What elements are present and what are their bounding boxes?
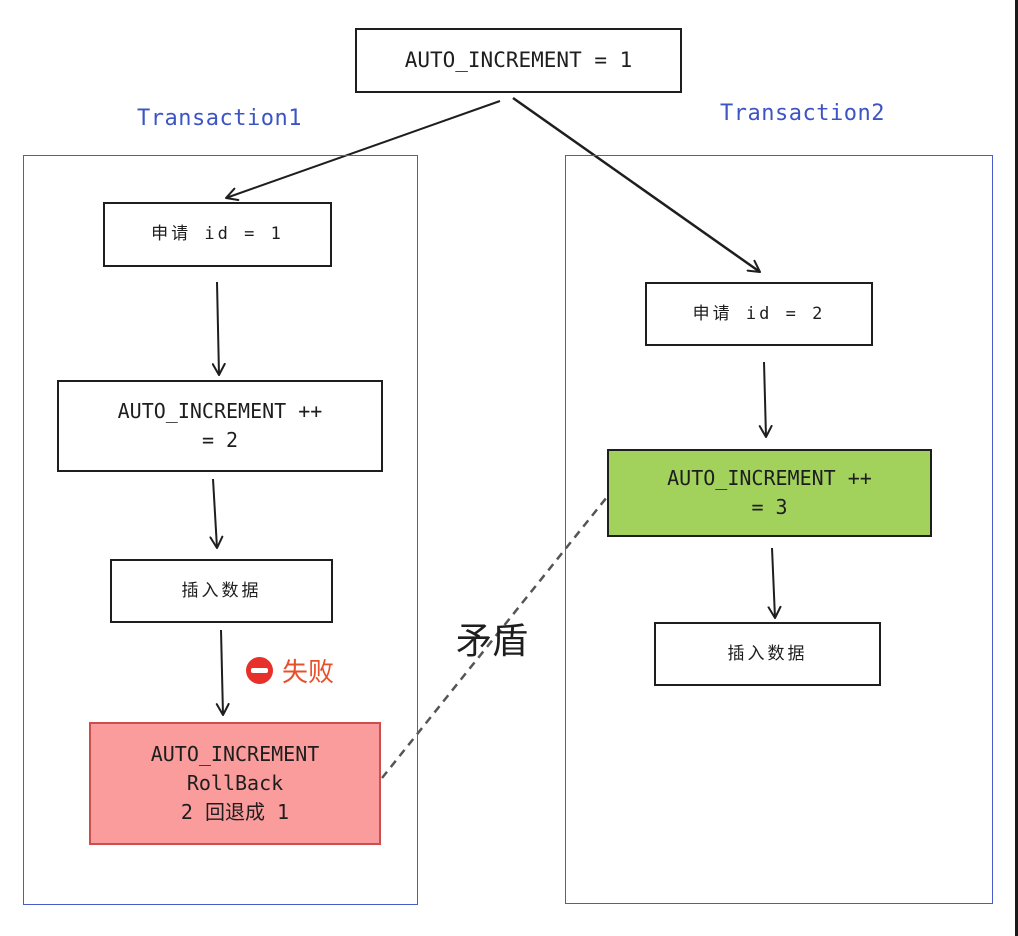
- t1-increment-node: AUTO_INCREMENT ++ = 2: [57, 380, 383, 472]
- t1-insert-data-node: 插入数据: [110, 559, 333, 623]
- t2-increment-node: AUTO_INCREMENT ++ = 3: [607, 449, 932, 537]
- window-edge: [1015, 0, 1018, 936]
- t2-increment-line-1: AUTO_INCREMENT ++: [667, 466, 872, 490]
- t2-request-id-node: 申请 id = 2: [645, 282, 873, 346]
- t1-rollback-line-2: RollBack: [186, 771, 284, 795]
- failure-label: 失败: [282, 658, 335, 688]
- transaction2-title: Transaction2: [720, 101, 885, 126]
- t2-insert-data-label: 插入数据: [727, 643, 808, 664]
- conflict-label: 矛盾: [456, 621, 529, 662]
- arrow-root-to-t2: [512, 96, 761, 274]
- minus-circle-icon: [246, 657, 273, 684]
- root-label: AUTO_INCREMENT = 1: [404, 48, 633, 73]
- transaction1-title: Transaction1: [137, 106, 302, 131]
- t1-rollback-node: AUTO_INCREMENT RollBack 2 回退成 1: [89, 722, 381, 845]
- conflict-dashed-line: [381, 496, 608, 779]
- t1-insert-data-label: 插入数据: [181, 580, 262, 601]
- arrow-t1-step2-to-step3: [209, 478, 224, 549]
- arrow-t2-step2-to-step3: [767, 547, 782, 619]
- t1-request-id-node: 申请 id = 1: [103, 202, 332, 267]
- failure-badge: 失败: [246, 652, 334, 689]
- t2-request-id-label: 申请 id = 2: [692, 303, 826, 324]
- root-auto-increment-node: AUTO_INCREMENT = 1: [355, 28, 682, 93]
- t1-request-id-label: 申请 id = 1: [151, 224, 284, 245]
- arrow-t1-step3-to-step4: [215, 629, 230, 716]
- arrow-root-to-t1: [225, 100, 501, 201]
- t1-rollback-line-3: 2 回退成 1: [180, 800, 290, 824]
- t1-increment-line-1: AUTO_INCREMENT ++: [117, 399, 323, 423]
- arrow-t2-step1-to-step2: [758, 361, 773, 438]
- arrow-t1-step1-to-step2: [211, 281, 226, 376]
- transaction1-group: [23, 155, 418, 905]
- t1-increment-line-2: = 2: [201, 428, 239, 452]
- transaction2-group: [565, 155, 993, 904]
- t2-insert-data-node: 插入数据: [654, 622, 881, 686]
- t1-rollback-line-1: AUTO_INCREMENT: [150, 742, 320, 766]
- t2-increment-line-2: = 3: [751, 495, 788, 519]
